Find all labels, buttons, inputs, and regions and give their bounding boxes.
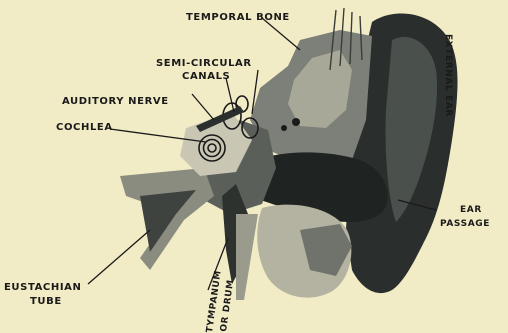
label-semi-circular-canals-line2: CANALS [182,71,230,82]
label-external-ear: EXTERNAL EAR [443,34,453,117]
label-ear-passage-line2: PASSAGE [440,219,490,229]
label-eustachian-tube-line1: EUSTACHIAN [4,282,81,293]
label-temporal-bone: TEMPORAL BONE [186,12,290,23]
label-eustachian-tube-line2: TUBE [30,296,62,307]
label-semi-circular-canals-line1: SEMI-CIRCULAR [156,58,252,69]
bone-cavity-dot [281,125,287,131]
label-auditory-nerve: AUDITORY NERVE [62,96,169,107]
bone-cavity-dot [292,118,300,126]
label-ear-passage-line1: EAR [460,205,482,215]
label-cochlea: COCHLEA [56,122,113,133]
